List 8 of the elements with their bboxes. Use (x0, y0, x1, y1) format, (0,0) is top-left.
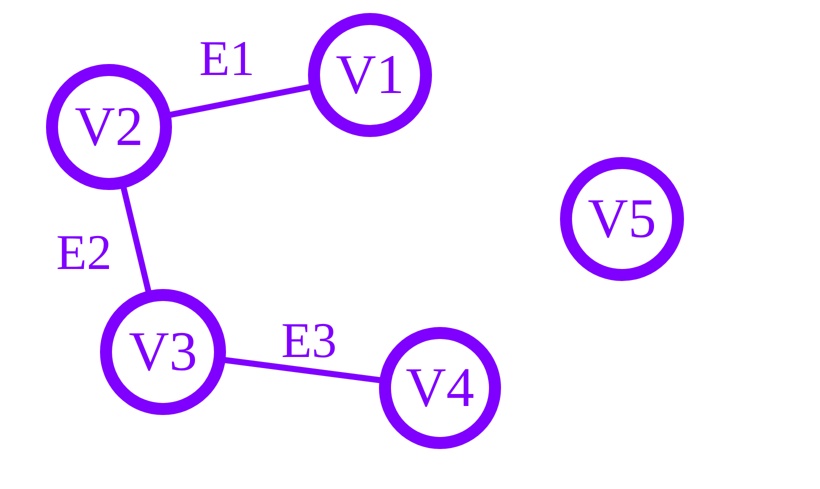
vertex-label: V1 (336, 47, 404, 103)
edge-label: E1 (199, 33, 255, 83)
vertex-label: V5 (588, 191, 656, 247)
vertex-label: V3 (128, 324, 198, 380)
vertex-label: V2 (74, 99, 144, 155)
edge-label: E3 (281, 315, 337, 365)
vertex-label: V4 (406, 360, 474, 416)
edge-label: E2 (56, 227, 112, 277)
